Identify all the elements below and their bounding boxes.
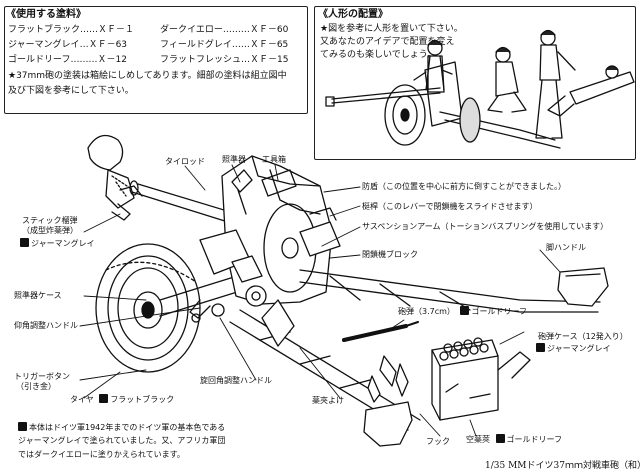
paint-name: ゴールドリーフ — [8, 55, 71, 65]
paint-item: ゴールドリーフ………Ｘ－12 — [8, 55, 127, 65]
figure-note-line2: 又あなたのアイデアで配置を変え — [320, 37, 455, 47]
paint-item: ダークイエロー………ＸＦ－60 — [160, 25, 289, 35]
label-empty-case: 空薬莢 ゴールドリーフ — [466, 434, 562, 445]
empty-case-text: 空薬莢 — [466, 435, 490, 444]
label-stick-bomb-color: ジャーマングレイ — [20, 238, 95, 249]
paint-note-line1: ★37mm砲の塗装は箱絵にしめしてあります。細部の塗料は組立図中 — [8, 71, 287, 81]
bottom-note-line2: ジャーマングレイで塗られていました。又、アフリカ軍団 — [18, 436, 226, 445]
bottom-note-text: 本体はドイツ軍1942年までのドイツ軍の基本色である — [29, 423, 226, 432]
label-trigger: トリガーボタン — [14, 372, 70, 381]
paint-code: Ｘ－12 — [97, 55, 127, 65]
paint-swatch-icon — [18, 422, 27, 431]
label-trigger-sub: （引き金） — [16, 382, 56, 391]
paint-swatch-icon — [99, 394, 109, 403]
tire-text: タイヤ — [70, 395, 94, 404]
label-shell: 砲弾（3.7cm） ゴールドリーフ — [398, 306, 527, 317]
figure-section-box — [314, 6, 636, 160]
label-hook: フック — [426, 437, 450, 446]
paint-swatch-icon — [536, 343, 545, 352]
label-stick-bomb-sub: （成型炸薬弾） — [22, 226, 78, 235]
label-spade-handle: 脚ハンドル — [546, 243, 586, 252]
paint-section-title: 《使用する塗料》 — [6, 9, 86, 20]
label-ammo-case-color: ジャーマングレイ — [536, 343, 611, 354]
label-shield: 防盾（この位置を中心に前方に倒すことができました。） — [362, 182, 566, 191]
paint-note-line2: 及び下図を参考にして下さい。 — [8, 86, 134, 96]
paint-color-text: ジャーマングレイ — [547, 344, 611, 353]
paint-color-text: ゴールドリーフ — [506, 435, 563, 444]
label-tire: タイヤ フラットブラック — [70, 394, 174, 405]
label-traverse-handle: 旋回角調整ハンドル — [200, 376, 272, 385]
paint-swatch-icon — [460, 306, 470, 315]
paint-color-text: ゴールドリーフ — [471, 307, 527, 316]
stick-bomb — [87, 134, 143, 221]
label-sight: 照準器 — [222, 155, 246, 164]
paint-color-text: ジャーマングレイ — [31, 239, 95, 248]
paint-color-text: フラットブラック — [110, 395, 175, 404]
paint-code: ＸＦ－63 — [88, 40, 128, 50]
bottom-note-line3: ではダークイエローに塗りかえられています。 — [18, 450, 185, 459]
label-tool-box: 工具箱 — [262, 155, 286, 164]
label-suspension: サスペンションアーム（トーションバスプリングを使用しています） — [362, 222, 609, 231]
main-gun-drawing — [87, 134, 609, 447]
figure-section-title: 《人形の配置》 — [318, 9, 388, 20]
paint-code: ＸＦ－65 — [249, 40, 289, 50]
paint-item: フラットブラック……ＸＦ－１ — [8, 25, 135, 35]
figure-scene-illustration — [325, 29, 635, 149]
label-sight-case: 照準器ケース — [14, 291, 62, 300]
paint-item: ジャーマングレイ…ＸＦ－63 — [8, 40, 128, 50]
paint-name: フラットブラック — [8, 25, 81, 35]
paint-name: フィールドグレイ — [160, 40, 232, 50]
label-tie-rod: タイロッド — [165, 157, 205, 166]
paint-name: フラットフレッシュ — [160, 55, 242, 65]
paint-section-box — [4, 6, 308, 114]
leader-lines — [79, 164, 561, 437]
shell-text: 砲弾（3.7cm） — [398, 307, 455, 316]
figure-note-line3: てみるのも楽しいでしょう。 — [320, 50, 437, 60]
paint-item: フラットフレッシュ…ＸＦ－15 — [160, 55, 289, 65]
label-stick-bomb: スティック榴弾 — [22, 216, 78, 225]
paint-code: ＸＦ－60 — [249, 25, 289, 35]
paint-name: ジャーマングレイ — [8, 40, 80, 50]
label-lever: 梃桿（このレバーで閉鎖機をスライドさせます） — [362, 202, 538, 211]
label-ammo-case: 砲弾ケース（12発入り） — [538, 332, 628, 341]
label-breech: 閉鎖機ブロック — [362, 250, 418, 259]
label-elevation-handle: 仰角調整ハンドル — [14, 321, 78, 330]
paint-swatch-icon — [20, 238, 29, 247]
figure-note-line1: ★図を参考に人形を置いて下さい。 — [320, 24, 463, 34]
paint-item: フィールドグレイ……ＸＦ－65 — [160, 40, 289, 50]
paint-code: ＸＦ－15 — [250, 55, 289, 65]
paint-code: ＸＦ－１ — [98, 25, 135, 35]
paint-name: ダークイエロー — [160, 25, 223, 35]
bottom-note-line1: 本体はドイツ軍1942年までのドイツ軍の基本色である — [18, 422, 225, 433]
label-cartridge-guard: 薬夾よけ — [312, 396, 344, 405]
paint-swatch-icon — [495, 434, 505, 443]
footer-caption: 1/35 MMドイツ37ｍｍ対戦車砲（和） — [485, 461, 640, 471]
